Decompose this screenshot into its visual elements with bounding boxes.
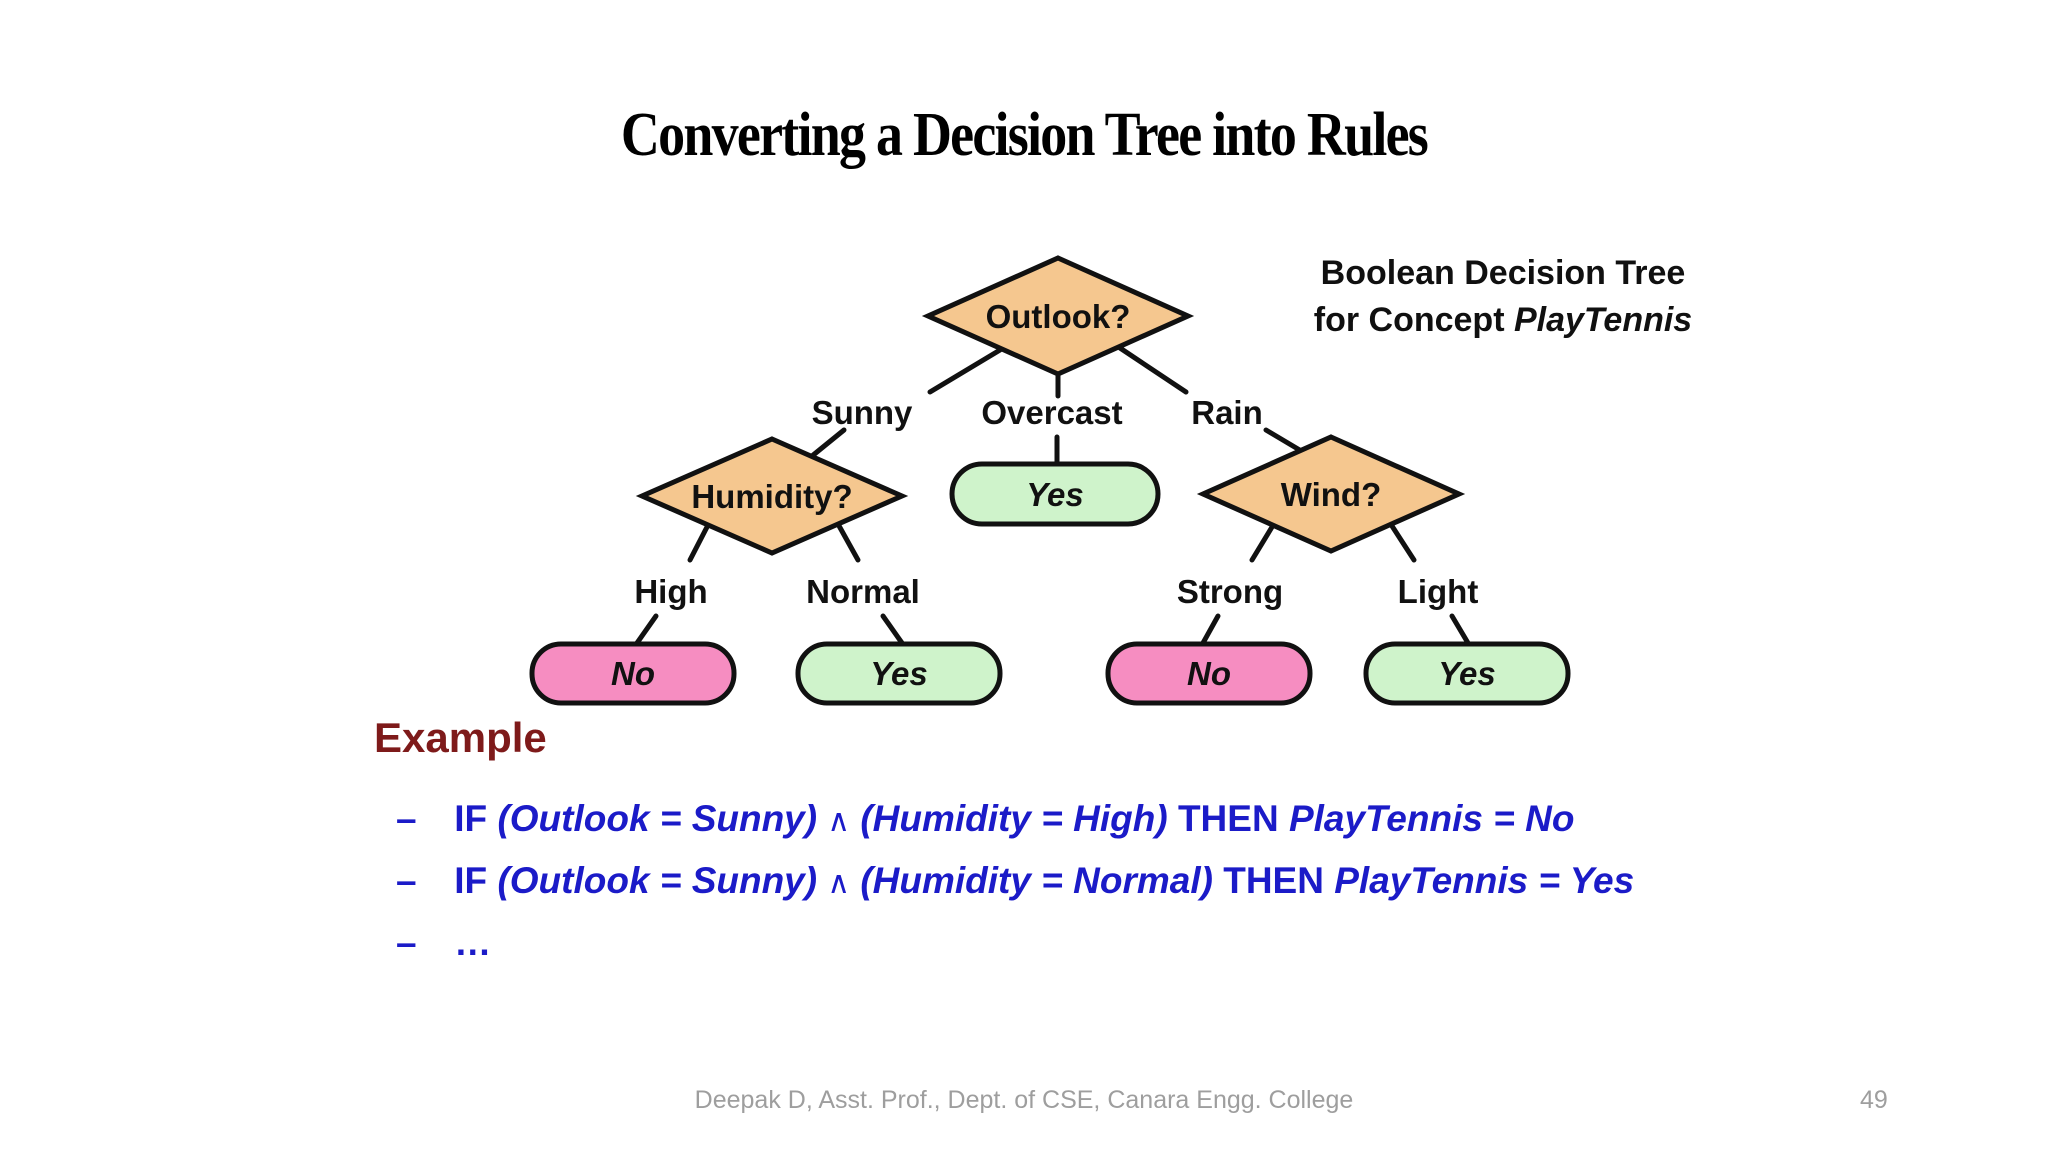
edge-rain-wind: [1263, 427, 1306, 455]
rule1-cond2: (Humidity = High): [860, 798, 1168, 839]
leaf-label-high-no: No: [611, 655, 655, 692]
leaf-node-overcast-yes: [949, 461, 1161, 527]
page-number: 49: [1860, 1086, 1888, 1114]
edge-normal-yes: [880, 613, 905, 646]
leaf-node-strong-no: [1105, 641, 1313, 706]
edge-strong-no: [1200, 613, 1221, 646]
leaf-node-normal-yes: [795, 641, 1003, 706]
decision-node-outlook: [921, 255, 1195, 377]
edge-light-yes: [1449, 613, 1471, 646]
rule2-if: IF: [454, 860, 488, 901]
leaf-label-strong-no: No: [1187, 655, 1231, 692]
wind-label: Wind?: [1281, 476, 1382, 513]
edge-humidity-normal: [835, 521, 861, 563]
example-heading: Example: [374, 714, 547, 761]
rule2-result: PlayTennis = Yes: [1334, 860, 1635, 901]
edge-outlook-rain: [1117, 345, 1189, 395]
branch-label-strong: Strong: [1177, 573, 1283, 610]
humidity-label: Humidity?: [691, 478, 852, 515]
edge-wind-light: [1389, 523, 1417, 563]
leaf-node-light-yes: [1363, 641, 1571, 706]
edge-outlook-sunny: [927, 347, 1003, 395]
bullet-dash: –: [396, 798, 417, 839]
leaf-label-overcast-yes: Yes: [1026, 476, 1084, 513]
branch-label-high: High: [634, 573, 707, 610]
rule2-cond2: (Humidity = Normal): [860, 860, 1213, 901]
edge-humidity-high: [687, 524, 710, 563]
branch-label-rain: Rain: [1191, 394, 1263, 431]
edge-high-no: [634, 613, 659, 646]
decision-node-wind: [1196, 434, 1466, 554]
rule2-then: THEN: [1223, 860, 1324, 901]
rule-line-1: – IF (Outlook = Sunny) ∧ (Humidity = Hig…: [396, 788, 1634, 850]
rule2-cond1: (Outlook = Sunny): [497, 860, 818, 901]
rule1-if: IF: [454, 798, 488, 839]
branch-label-sunny: Sunny: [812, 394, 913, 431]
rule-line-3: – …: [396, 912, 1634, 974]
bullet-dash: –: [396, 922, 417, 963]
edge-wind-strong: [1249, 524, 1275, 563]
and-operator: ∧: [827, 865, 851, 900]
footer-credit: Deepak D, Asst. Prof., Dept. of CSE, Can…: [694, 1086, 1354, 1114]
slide-title: Converting a Decision Tree into Rules: [620, 101, 1429, 169]
rule-line-2: – IF (Outlook = Sunny) ∧ (Humidity = Nor…: [396, 850, 1634, 912]
caption-playtennis: PlayTennis: [1513, 301, 1693, 339]
bullet-dash: –: [396, 860, 417, 901]
tree-caption: Boolean Decision Tree for Concept PlayTe…: [1268, 250, 1738, 344]
leaf-label-light-yes: Yes: [1438, 655, 1496, 692]
decision-node-humidity: [635, 436, 909, 556]
caption-line2-prefix: for Concept: [1313, 301, 1514, 339]
rule1-cond1: (Outlook = Sunny): [497, 798, 818, 839]
rule-list: – IF (Outlook = Sunny) ∧ (Humidity = Hig…: [396, 788, 1634, 974]
tree-edges: [634, 345, 1471, 646]
leaf-node-high-no: [529, 641, 737, 706]
branch-label-normal: Normal: [806, 573, 920, 610]
edge-sunny-humidity: [809, 427, 847, 459]
leaf-label-normal-yes: Yes: [870, 655, 928, 692]
caption-line1: Boolean Decision Tree: [1320, 254, 1686, 292]
branch-label-overcast: Overcast: [981, 394, 1122, 431]
outlook-label: Outlook?: [986, 298, 1131, 335]
rule1-then: THEN: [1177, 798, 1279, 839]
rule3-ellipsis: …: [454, 922, 492, 963]
branch-label-light: Light: [1398, 573, 1479, 610]
rule1-result: PlayTennis = No: [1288, 798, 1575, 839]
and-operator: ∧: [827, 803, 851, 838]
